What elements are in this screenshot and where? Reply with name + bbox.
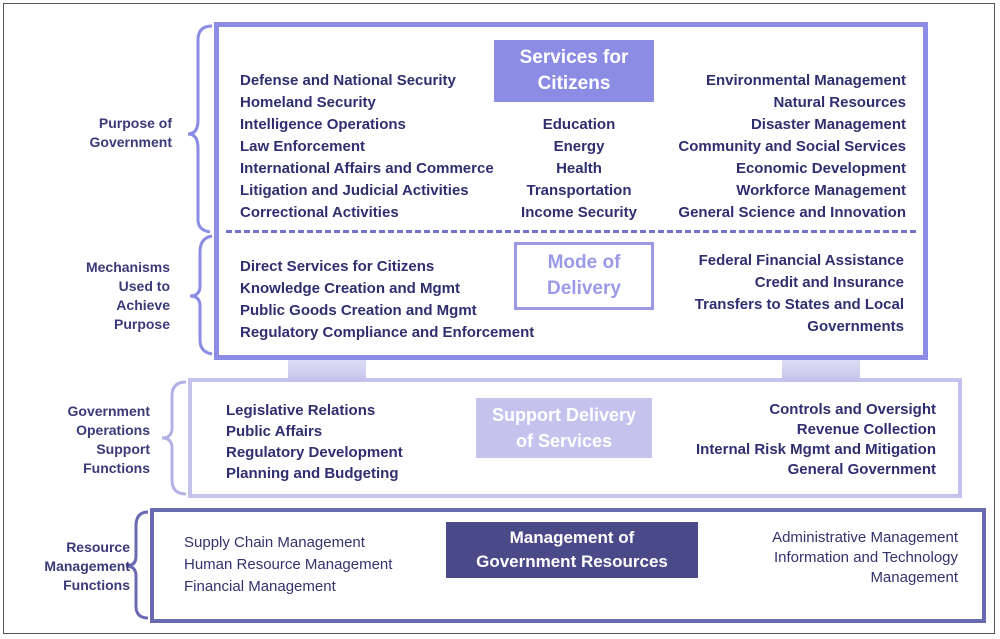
- list-item: Energy: [553, 138, 605, 155]
- list-item: Direct Services for Citizens: [240, 258, 435, 275]
- list-item: Administrative Management: [772, 529, 958, 546]
- delivery-right-list: Federal Financial Assistance Credit and …: [660, 250, 904, 338]
- management-left-list: Supply Chain Management Human Resource M…: [184, 532, 392, 598]
- connector-left: [288, 360, 366, 378]
- list-item: Law Enforcement: [240, 138, 366, 155]
- services-middle-list: Education Energy Health Transportation I…: [512, 114, 646, 224]
- list-item: Homeland Security: [240, 94, 376, 111]
- connector-right: [782, 360, 860, 378]
- list-item: Financial Management: [184, 578, 336, 595]
- list-item: General Science and Innovation: [678, 204, 906, 221]
- list-item: Natural Resources: [773, 94, 906, 111]
- list-item: Intelligence Operations: [240, 116, 406, 133]
- list-item: Litigation and Judicial Activities: [240, 182, 469, 199]
- list-item: Revenue Collection: [796, 421, 936, 438]
- list-item: Credit and Insurance: [754, 274, 904, 291]
- list-item: Planning and Budgeting: [226, 465, 399, 482]
- list-item: Federal Financial Assistance: [698, 252, 904, 269]
- list-item: Education: [542, 116, 616, 133]
- section-divider: [226, 230, 916, 233]
- list-item: Disaster Management: [750, 116, 906, 133]
- list-item: Human Resource Management: [184, 556, 393, 573]
- list-item: Internal Risk Mgmt and Mitigation: [695, 441, 936, 458]
- mechanisms-bracket: [189, 234, 213, 356]
- list-item: Regulatory Compliance and Enforcement: [240, 324, 535, 341]
- list-item: Management: [870, 569, 958, 586]
- list-item: Public Affairs: [226, 423, 323, 440]
- list-item: Workforce Management: [736, 182, 906, 199]
- support-left-list: Legislative Relations Public Affairs Reg…: [226, 400, 403, 484]
- support-right-list: Controls and Oversight Revenue Collectio…: [660, 400, 936, 480]
- diagram-frame: [3, 3, 995, 634]
- list-item: International Affairs and Commerce: [240, 160, 494, 177]
- operations-bracket: [161, 380, 187, 496]
- list-item: Transportation: [526, 182, 632, 199]
- list-item: Transfers to States and Local: [694, 296, 904, 313]
- list-item: Environmental Management: [705, 72, 906, 89]
- purpose-bracket: [187, 24, 213, 234]
- list-item: Economic Development: [735, 160, 906, 177]
- delivery-left-list: Direct Services for Citizens Knowledge C…: [240, 256, 534, 344]
- management-right-list: Administrative Management Information an…: [706, 528, 958, 588]
- list-item: Community and Social Services: [678, 138, 906, 155]
- list-item: Controls and Oversight: [769, 401, 936, 418]
- list-item: Information and Technology: [773, 549, 958, 566]
- list-item: Governments: [807, 318, 904, 335]
- list-item: Legislative Relations: [226, 402, 376, 419]
- resource-bracket: [125, 510, 149, 620]
- list-item: Knowledge Creation and Mgmt: [240, 280, 461, 297]
- list-item: Income Security: [521, 204, 637, 221]
- list-item: Defense and National Security: [240, 72, 456, 89]
- list-item: Regulatory Development: [226, 444, 403, 461]
- list-item: Correctional Activities: [240, 204, 399, 221]
- services-right-list: Environmental Management Natural Resourc…: [646, 70, 906, 224]
- list-item: Supply Chain Management: [184, 534, 365, 551]
- list-item: General Government: [787, 461, 936, 478]
- list-item: Health: [556, 160, 602, 177]
- services-left-list: Defense and National Security Homeland S…: [240, 70, 494, 224]
- list-item: Public Goods Creation and Mgmt: [240, 302, 477, 319]
